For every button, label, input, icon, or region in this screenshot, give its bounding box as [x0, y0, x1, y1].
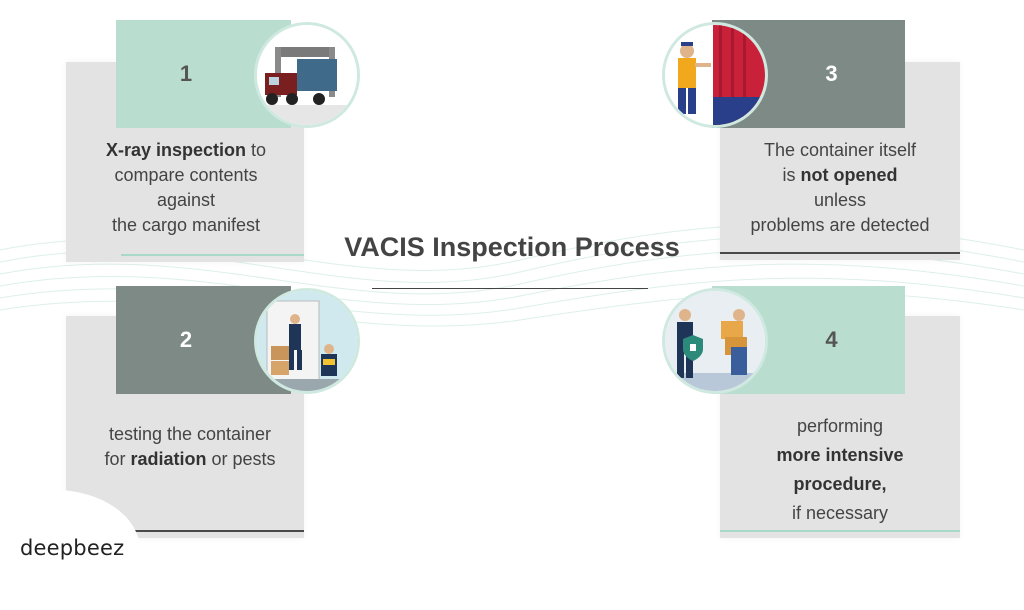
step-1-underline — [121, 254, 304, 256]
worker-container-icon — [665, 25, 765, 125]
step-3-line-3: unless — [813, 190, 867, 210]
step-4-line-1: performing — [796, 416, 884, 436]
step-3-number: 3 — [825, 61, 838, 86]
step-3-underline — [720, 252, 960, 254]
step-1-line-3: against — [156, 190, 216, 210]
step-2-line-1: testing the container — [108, 424, 272, 444]
step-1-description: X-ray inspection to compare contents aga… — [76, 138, 296, 238]
step-2-image — [254, 288, 360, 394]
step-2-underline — [121, 530, 304, 532]
cbp-officers-icon — [257, 291, 357, 391]
step-2-description: testing the container for radiation or p… — [76, 422, 304, 472]
brand-logo: deepbeez — [20, 536, 125, 560]
step-3-line-2: is not opened — [782, 165, 898, 185]
step-3-line-1: The container itself — [763, 140, 917, 160]
step-1-image — [254, 22, 360, 128]
step-1-line-4: the cargo manifest — [111, 215, 261, 235]
security-lock-icon — [665, 291, 765, 391]
step-1-line-2: compare contents — [114, 165, 258, 185]
step-4-number: 4 — [825, 327, 838, 352]
xray-truck-icon — [257, 25, 357, 125]
step-2-number: 2 — [179, 327, 193, 352]
step-3-description: The container itself is not opened unles… — [725, 138, 955, 238]
step-3-line-4: problems are detected — [750, 215, 930, 235]
step-1-number: 1 — [179, 61, 193, 86]
step-2-line-2: for radiation or pests — [104, 449, 276, 469]
step-4-line-2: more intensive — [776, 445, 904, 465]
step-1-line-1: X-ray inspection to — [105, 140, 267, 160]
step-4-line-4: if necessary — [791, 503, 889, 523]
title-divider — [372, 288, 648, 289]
step-4-image — [662, 288, 768, 394]
step-3-image — [662, 22, 768, 128]
step-4-description: performing more intensive procedure, if … — [725, 414, 955, 526]
step-4-line-3: procedure, — [793, 474, 887, 494]
step-4-underline — [720, 530, 960, 532]
page-title: VACIS Inspection Process — [344, 232, 680, 262]
